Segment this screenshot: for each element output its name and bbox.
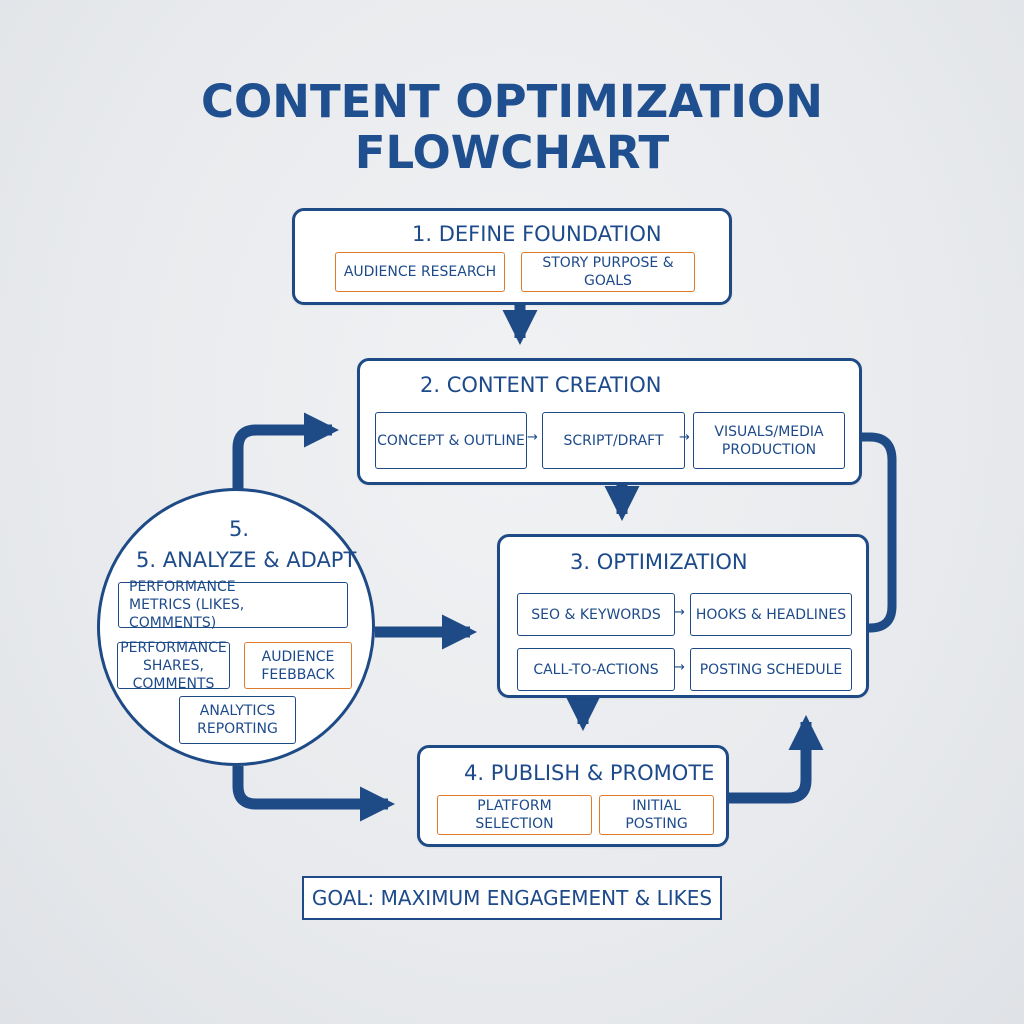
chip-story-purpose-goals: STORY PURPOSE & GOALS <box>521 252 695 292</box>
step-publish-title: 4. PUBLISH & PROMOTE <box>464 761 715 785</box>
step-publish-promote: 4. PUBLISH & PROMOTE PLATFORM SELECTION … <box>417 745 729 847</box>
chip-call-to-actions: CALL-TO-ACTIONS <box>517 648 675 691</box>
connector-create-to-optimize-side <box>862 432 897 633</box>
goal-banner: GOAL: MAXIMUM ENGAGEMENT & LIKES <box>302 876 722 920</box>
step-create-title: 2. CONTENT CREATION <box>420 373 662 397</box>
chip-analytics-reporting: ANALYTICS REPORTING <box>179 696 296 744</box>
chip-performance-shares-comments: PERFORMANCE SHARES, COMMENTS <box>117 640 230 692</box>
chip-audience-research: AUDIENCE RESEARCH <box>335 252 505 292</box>
chip-seo-keywords: SEO & KEYWORDS <box>517 593 675 636</box>
chip-visuals-media-production: VISUALS/MEDIA PRODUCTION <box>693 412 845 469</box>
arrow-publish-to-optimize <box>728 714 824 804</box>
small-arrow-icon: → <box>527 430 538 445</box>
page-title-line-1: CONTENT OPTIMIZATION <box>201 75 823 128</box>
chip-audience-feedback: AUDIENCE FEEBBACK <box>244 642 352 689</box>
step-optimize-title: 3. OPTIMIZATION <box>570 550 748 574</box>
step-content-creation: 2. CONTENT CREATION CONCEPT & OUTLINE → … <box>357 358 862 485</box>
chip-concept-outline: CONCEPT & OUTLINE <box>375 412 527 469</box>
chip-posting-schedule: POSTING SCHEDULE <box>690 648 852 691</box>
chip-script-draft: SCRIPT/DRAFT <box>542 412 685 469</box>
step-analyze-adapt: 5. 5. ANALYZE & ADAPT PERFORMANCE METRIC… <box>97 488 375 766</box>
chip-performance-metrics: PERFORMANCE METRICS (LIKES, COMMENTS) <box>118 579 348 631</box>
small-arrow-icon: → <box>679 430 690 445</box>
step-analyze-number: 5. <box>229 517 250 541</box>
arrow-analyze-to-publish <box>232 766 396 822</box>
step-define-title: 1. DEFINE FOUNDATION <box>412 222 662 246</box>
chip-hooks-headlines: HOOKS & HEADLINES <box>690 593 852 636</box>
chip-initial-posting: INITIAL POSTING <box>599 795 714 835</box>
chip-performance-metrics-label: PERFORMANCE METRICS (LIKES, COMMENTS) <box>129 579 245 631</box>
small-arrow-icon: → <box>674 660 685 675</box>
small-arrow-icon: → <box>674 605 685 620</box>
chip-platform-selection: PLATFORM SELECTION <box>437 795 592 835</box>
step-define-foundation: 1. DEFINE FOUNDATION AUDIENCE RESEARCH S… <box>292 208 732 305</box>
page-title-line-2: FLOWCHART <box>354 126 670 179</box>
step-optimization: 3. OPTIMIZATION SEO & KEYWORDS → HOOKS &… <box>497 534 869 698</box>
arrow-analyze-to-create <box>232 412 340 496</box>
step-analyze-title: 5. ANALYZE & ADAPT <box>136 548 357 572</box>
